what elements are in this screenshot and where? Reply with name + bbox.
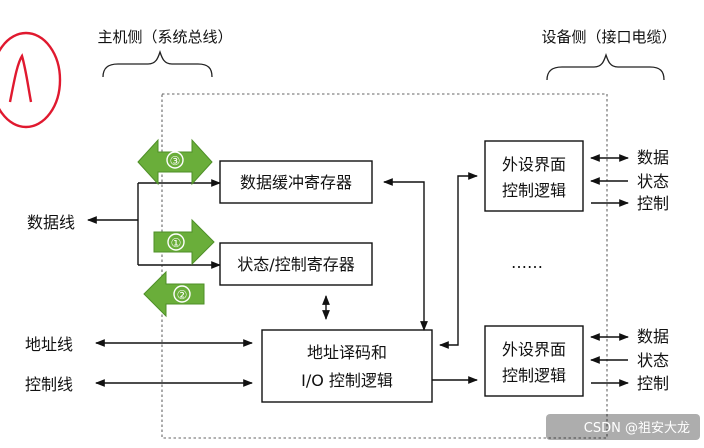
arrow-2-circle [173,285,191,303]
green-double-arrow [137,138,213,186]
address-decode-box [261,329,433,403]
address-line-label: 地址线 [25,335,73,354]
ellipsis: …… [511,253,543,272]
handwritten-annotation [0,31,62,129]
watermark-text: CSDN @祖安大龙 [584,421,690,436]
address-decode-label-line1: 地址译码和 [307,343,387,362]
host-side-title: 主机侧（系统总线） [97,28,232,46]
status-control-register-box [219,242,373,286]
bottom-control-label: 控制 [637,374,669,393]
device-side-title: 设备侧（接口电缆） [541,28,676,46]
bottom-status-label: 状态 [637,351,669,370]
arrow-2-left: ② [143,270,205,318]
decode-to-top-interface-arrow [439,172,478,349]
device-interface-top-line1: 外设界面 [502,155,566,174]
data-buffer-register-box [219,160,373,204]
handwritten-stroke [8,53,33,103]
device-interface-bottom-line1: 外设界面 [502,340,566,359]
arrow-1-label: ① [171,236,182,250]
device-interface-top-box [484,140,584,212]
device-interface-top-line2: 控制逻辑 [502,181,566,200]
arrow-3-bidirectional: ③ [137,138,213,186]
top-status-label: 状态 [637,172,669,191]
device-interface-bottom-box [484,325,584,397]
bottom-data-label: 数据 [637,327,669,346]
handwritten-circle [0,31,62,129]
status-control-register-label: 状态/控制寄存器 [237,255,354,274]
top-data-label: 数据 [637,148,669,167]
watermark-background [546,414,700,440]
buffer-to-decode-arrow [383,178,428,331]
data-line-label: 数据线 [27,213,75,232]
arrow-2-label: ② [177,288,188,302]
control-line-label: 控制线 [25,375,73,394]
device-side-brace [546,52,665,81]
address-decode-label-line2: I/O 控制逻辑 [301,371,393,390]
top-control-label: 控制 [637,194,669,213]
arrow-3-label: ③ [170,154,181,168]
arrow-3-circle [166,151,184,169]
host-side-brace [102,49,213,78]
data-buffer-register-label: 数据缓冲寄存器 [240,173,352,192]
arrow-1-right: ① [153,218,215,266]
arrow-1-circle [167,233,185,251]
interface-boundary [161,93,608,439]
device-interface-bottom-line2: 控制逻辑 [502,366,566,385]
